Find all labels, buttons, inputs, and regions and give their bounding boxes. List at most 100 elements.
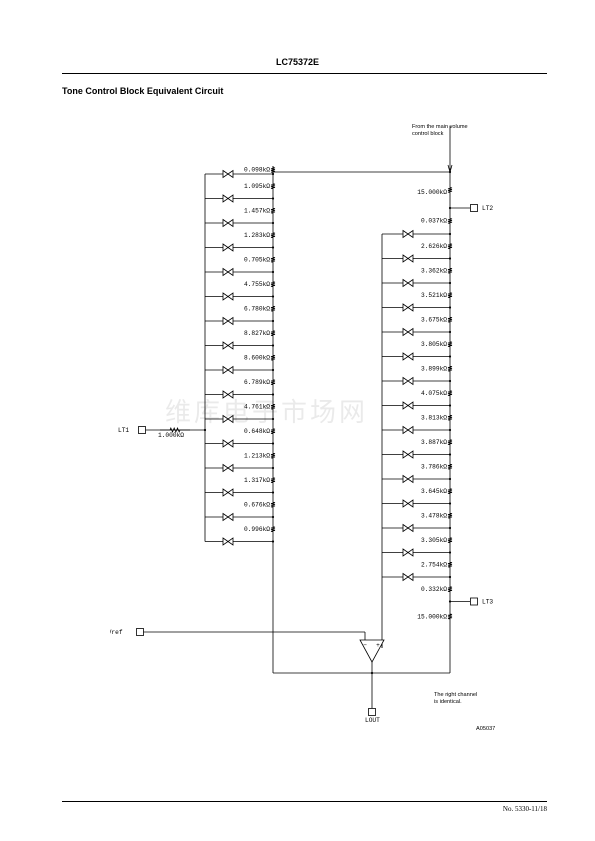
left-ladder-resistor (270, 174, 276, 199)
left-ladder-resistor (270, 492, 276, 517)
lvref-label: LVref (110, 629, 123, 636)
input-note-line1: From the main volume (412, 124, 468, 130)
right-analog-switch (402, 450, 414, 459)
junction-dot (271, 466, 275, 470)
left-ladder-resistor (270, 272, 276, 297)
junction-dot (448, 281, 452, 285)
right-analog-switch (402, 278, 414, 288)
left-analog-switch (222, 537, 234, 546)
tone-control-circuit-diagram: 0.098kΩ1.095kΩ1.457kΩ1.283kΩ0.705kΩ4.755… (110, 124, 495, 732)
left-analog-switch (222, 488, 234, 497)
left-ladder-value: 1.283kΩ (244, 232, 270, 239)
right-ladder-value: 4.075kΩ (421, 390, 447, 397)
left-ladder-resistor (270, 166, 276, 174)
junction-dot (370, 671, 374, 675)
right-ladder-resistor (447, 283, 453, 308)
right-ladder-resistor (447, 381, 453, 406)
left-analog-switch (222, 267, 234, 277)
right-top-value: 15.000kΩ (417, 189, 447, 196)
junction-dot (271, 442, 275, 445)
left-ladder-resistor (270, 247, 276, 272)
left-analog-switch (222, 341, 234, 350)
junction-dot (271, 368, 275, 372)
left-analog-switch (222, 414, 234, 424)
input-note-line2: control block (412, 131, 444, 137)
left-analog-switch (222, 194, 234, 203)
left-analog-switch (222, 463, 234, 473)
figure-code: A05037 (476, 726, 495, 732)
right-analog-switch (402, 303, 414, 312)
page-title: LC75372E (275, 57, 320, 67)
junction-dot (271, 540, 275, 543)
right-analog-switch (402, 229, 414, 239)
left-ladder-value: 8.827kΩ (244, 330, 270, 337)
right-analog-switch (402, 474, 414, 484)
right-channel-note-line2: is identical. (434, 699, 462, 705)
left-ladder-resistor (270, 370, 276, 395)
right-analog-switch (402, 572, 414, 582)
right-ladder-value: 3.645kΩ (421, 488, 447, 495)
left-ladder-value: 4.761kΩ (244, 403, 270, 410)
left-ladder-value: 0.098kΩ (244, 167, 270, 174)
left-ladder-value: 4.755kΩ (244, 281, 270, 288)
section-heading: Tone Control Block Equivalent Circuit (62, 86, 224, 96)
junction-dot (448, 379, 452, 383)
left-ladder-value: 1.457kΩ (244, 207, 270, 214)
right-channel-note-line1: The right channel (434, 692, 477, 698)
left-ladder-value: 6.780kΩ (244, 305, 270, 312)
right-ladder-resistor (447, 528, 453, 553)
right-analog-switch (402, 499, 414, 508)
opamp-minus-sign: − (363, 642, 367, 649)
lt1-label: LT1 (118, 427, 129, 434)
junction-dot (271, 344, 275, 347)
junction-dot (271, 221, 275, 225)
right-top-resistor (447, 172, 453, 208)
left-analog-switch (222, 439, 234, 448)
right-ladder-resistor (447, 552, 453, 577)
left-analog-switch (222, 169, 234, 179)
junction-dot (271, 172, 275, 176)
junction-dot (271, 393, 275, 396)
junction-dot (271, 515, 275, 519)
right-analog-switch (402, 352, 414, 361)
right-analog-switch (402, 548, 414, 557)
header-rule (62, 73, 547, 74)
junction-dot (271, 246, 275, 249)
right-ladder-value: 3.362kΩ (421, 267, 447, 274)
right-bottom-resistor (447, 601, 453, 632)
left-analog-switch (222, 365, 234, 375)
lt3-terminal (470, 597, 478, 606)
right-ladder-value: 3.305kΩ (421, 537, 447, 544)
right-ladder-resistor (447, 234, 453, 259)
right-analog-switch (402, 254, 414, 263)
lt2-terminal (470, 204, 478, 212)
footer-rule (62, 801, 547, 802)
right-ladder-value: 3.899kΩ (421, 365, 447, 372)
output-buffer-amplifier (359, 639, 385, 663)
junction-dot (448, 551, 452, 554)
left-analog-switch (222, 512, 234, 522)
right-bottom-value: 15.000kΩ (417, 614, 447, 621)
left-ladder-value: 1.213kΩ (244, 452, 270, 459)
junction-dot (448, 404, 452, 407)
junction-dot (271, 197, 275, 200)
opamp-plus-sign: + (376, 642, 380, 649)
left-ladder-value: 6.789kΩ (244, 379, 270, 386)
lvref-terminal (136, 628, 144, 636)
left-ladder-value: 0.996kΩ (244, 526, 270, 533)
lt1-resistor-value: 1.000kΩ (158, 432, 184, 439)
right-ladder-value: 3.478kΩ (421, 512, 447, 519)
right-ladder-resistor (447, 503, 453, 528)
junction-dot (448, 477, 452, 481)
page-footer: No. 5330-11/18 (502, 805, 547, 813)
left-analog-switch (222, 292, 234, 301)
junction-dot (448, 453, 452, 456)
left-ladder-resistor (270, 468, 276, 493)
right-ladder-resistor (447, 307, 453, 332)
left-ladder-value: 0.676kΩ (244, 501, 270, 508)
left-ladder-resistor (270, 198, 276, 223)
junction-dot (271, 319, 275, 323)
lout-label: LOUT (365, 717, 380, 724)
left-ladder-resistor (270, 345, 276, 370)
right-ladder-resistor (447, 208, 453, 234)
